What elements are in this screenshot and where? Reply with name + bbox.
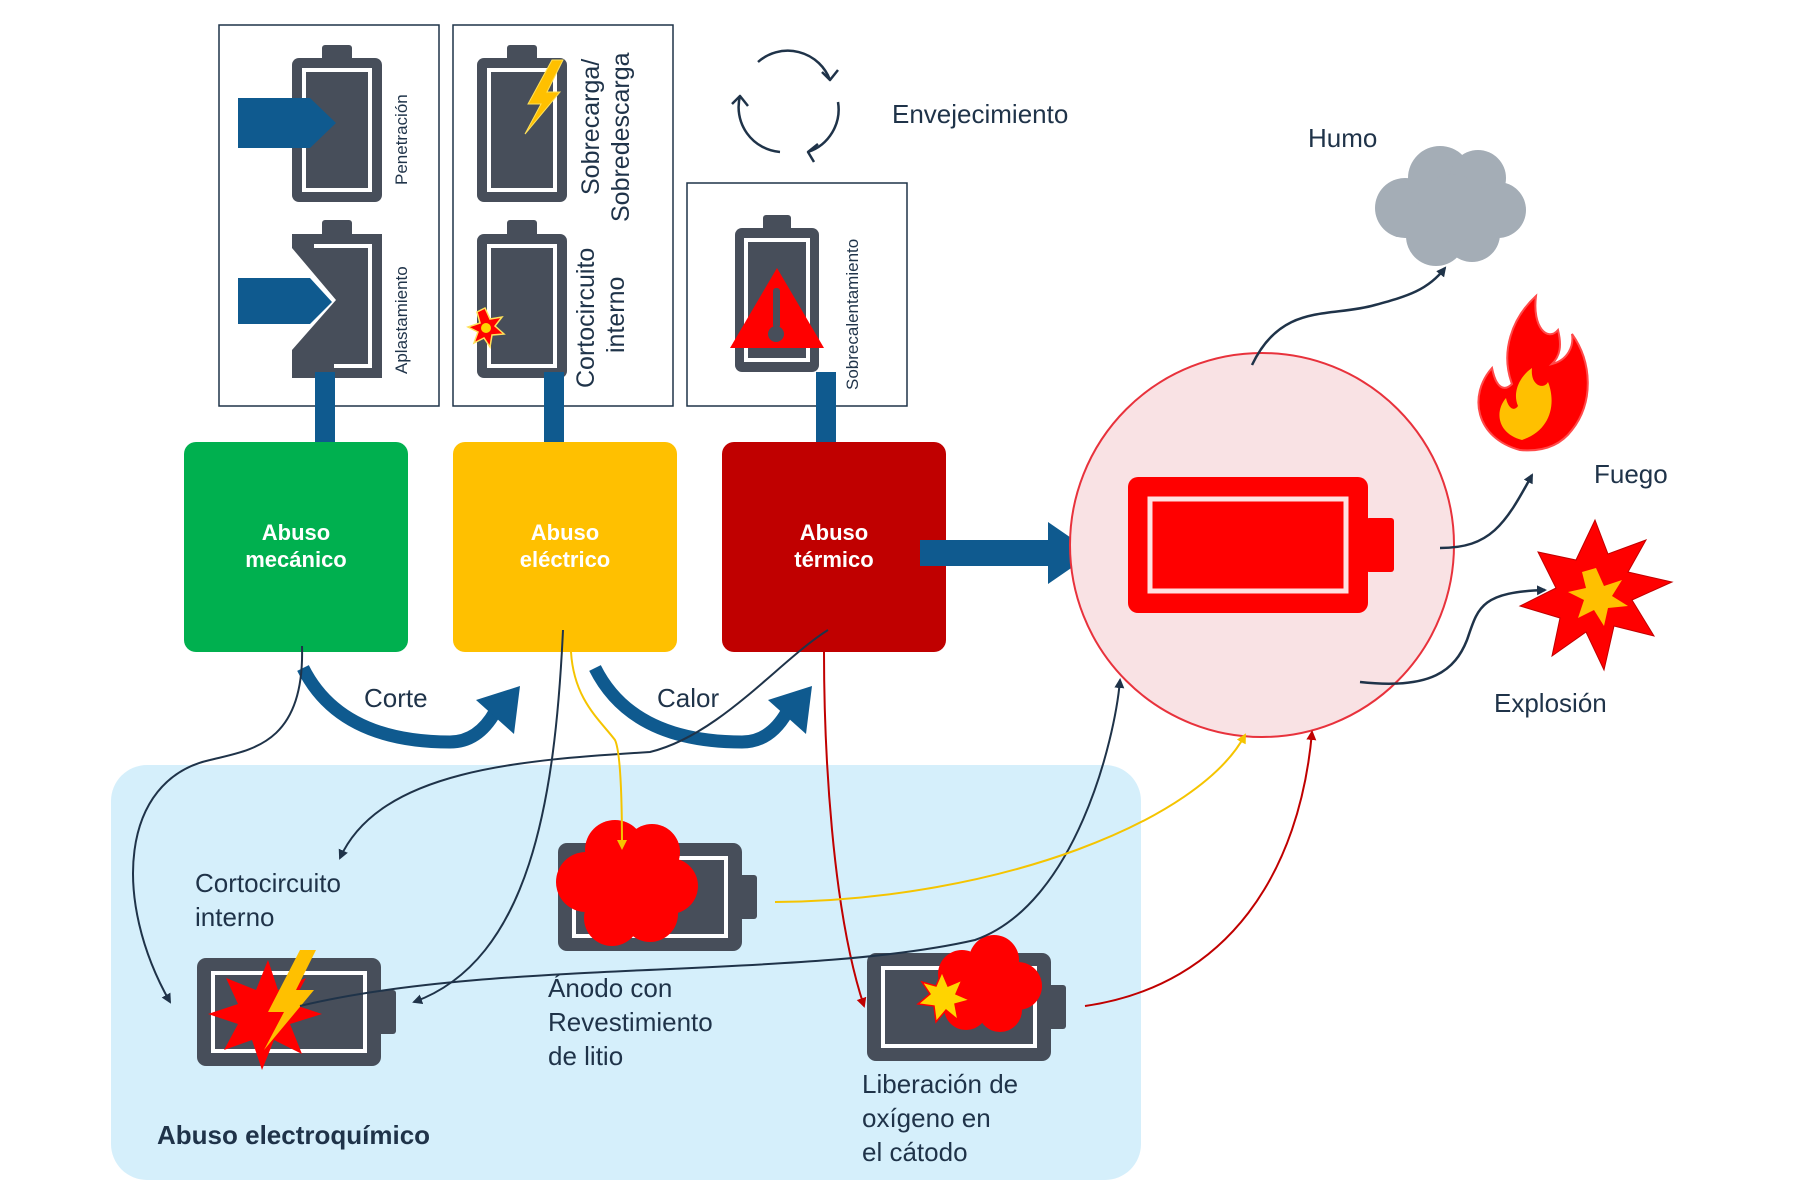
- spark-core-icon: [481, 323, 491, 333]
- explosion-core-icon: [1568, 568, 1628, 626]
- label-calor: Calor: [657, 683, 719, 713]
- penetration-arrow-icon: [238, 98, 336, 148]
- label-aplastamiento: Aplastamiento: [392, 266, 411, 374]
- anode-line3: de litio: [548, 1041, 623, 1071]
- internal-short-battery-icon: [477, 220, 567, 378]
- label-humo: Humo: [1308, 123, 1377, 153]
- oxygen-cloud-icon: [938, 935, 1042, 1032]
- ec-short-line1: Cortocircuito: [195, 868, 341, 898]
- label-envejecimiento: Envejecimiento: [892, 99, 1068, 129]
- arrow-to-fire: [1439, 473, 1534, 550]
- box-electrical-line2: eléctrico: [520, 547, 611, 572]
- box-thermal-line1: Abuso: [800, 520, 868, 545]
- label-sobrecalentamiento: Sobrecalentamiento: [843, 239, 862, 390]
- arrow-thermal-to-cell: [920, 522, 1093, 584]
- label-cortocircuito-1: Cortocircuito: [572, 248, 600, 388]
- arrow-to-smoke: [1250, 266, 1447, 366]
- electrochemical-panel: [111, 765, 1141, 1180]
- box-thermal-abuse: [722, 442, 946, 652]
- thermometer-bulb-icon: [768, 326, 784, 342]
- label-sobrecarga-2: Sobredescarga: [607, 52, 635, 222]
- thermal-inputs-frame: [686, 182, 908, 407]
- anode-line1: Ánodo con: [548, 973, 672, 1003]
- box-electrical-abuse: [453, 442, 677, 652]
- arrow-to-explosion: [1359, 585, 1547, 685]
- arrow-calor-head: [768, 686, 812, 734]
- anode-line2: Revestimiento: [548, 1007, 713, 1037]
- box-electrical-line1: Abuso: [531, 520, 599, 545]
- fire-inner-icon: [1499, 368, 1552, 440]
- line-mech-to-short: [132, 645, 304, 1004]
- ec-lightning-icon: [264, 950, 316, 1050]
- aging-cycle-icon: [731, 49, 840, 163]
- line-elec-to-anode: [570, 651, 627, 850]
- oxygen-line1: Liberación de: [862, 1069, 1018, 1099]
- oxygen-line2: oxígeno en: [862, 1103, 991, 1133]
- box-thermal-line2: térmico: [794, 547, 873, 572]
- line-elec-to-short: [412, 629, 564, 1004]
- oxygen-line3: el cátodo: [862, 1137, 968, 1167]
- label-cortocircuito-2: interno: [602, 277, 630, 353]
- label-fuego: Fuego: [1594, 459, 1668, 489]
- arrow-corte-curve: [297, 664, 501, 749]
- label-explosion: Explosión: [1494, 688, 1607, 718]
- oxygen-spark-icon: [916, 970, 973, 1024]
- line-short-to-cell: [299, 678, 1125, 1007]
- label-sobrecarga-1: Sobrecarga/: [577, 59, 605, 195]
- thermometer-icon: [773, 288, 780, 328]
- cell-battery-icon: [1128, 477, 1394, 613]
- ec-short-line2: interno: [195, 902, 275, 932]
- arrow-corte-head: [476, 686, 520, 734]
- box-mechanical-abuse: [184, 442, 408, 652]
- line-thermal-to-short: [338, 629, 829, 860]
- smoke-cloud-icon: [1375, 146, 1526, 266]
- line-oxygen-to-cell: [1084, 730, 1317, 1007]
- arrow-calor-curve: [589, 664, 793, 749]
- electrochemical-title: Abuso electroquímico: [157, 1120, 430, 1150]
- line-thermal-to-oxygen: [823, 651, 867, 1008]
- label-corte: Corte: [364, 683, 428, 713]
- box-mechanical-line2: mecánico: [245, 547, 347, 572]
- label-penetracion: Penetración: [392, 94, 411, 185]
- line-anode-to-cell: [774, 733, 1246, 903]
- anode-cloud-icon: [556, 820, 698, 946]
- crushing-arrow-icon: [238, 278, 332, 324]
- lightning-icon: [524, 59, 564, 135]
- box-mechanical-line1: Abuso: [262, 520, 330, 545]
- crushed-battery-icon: [292, 220, 382, 378]
